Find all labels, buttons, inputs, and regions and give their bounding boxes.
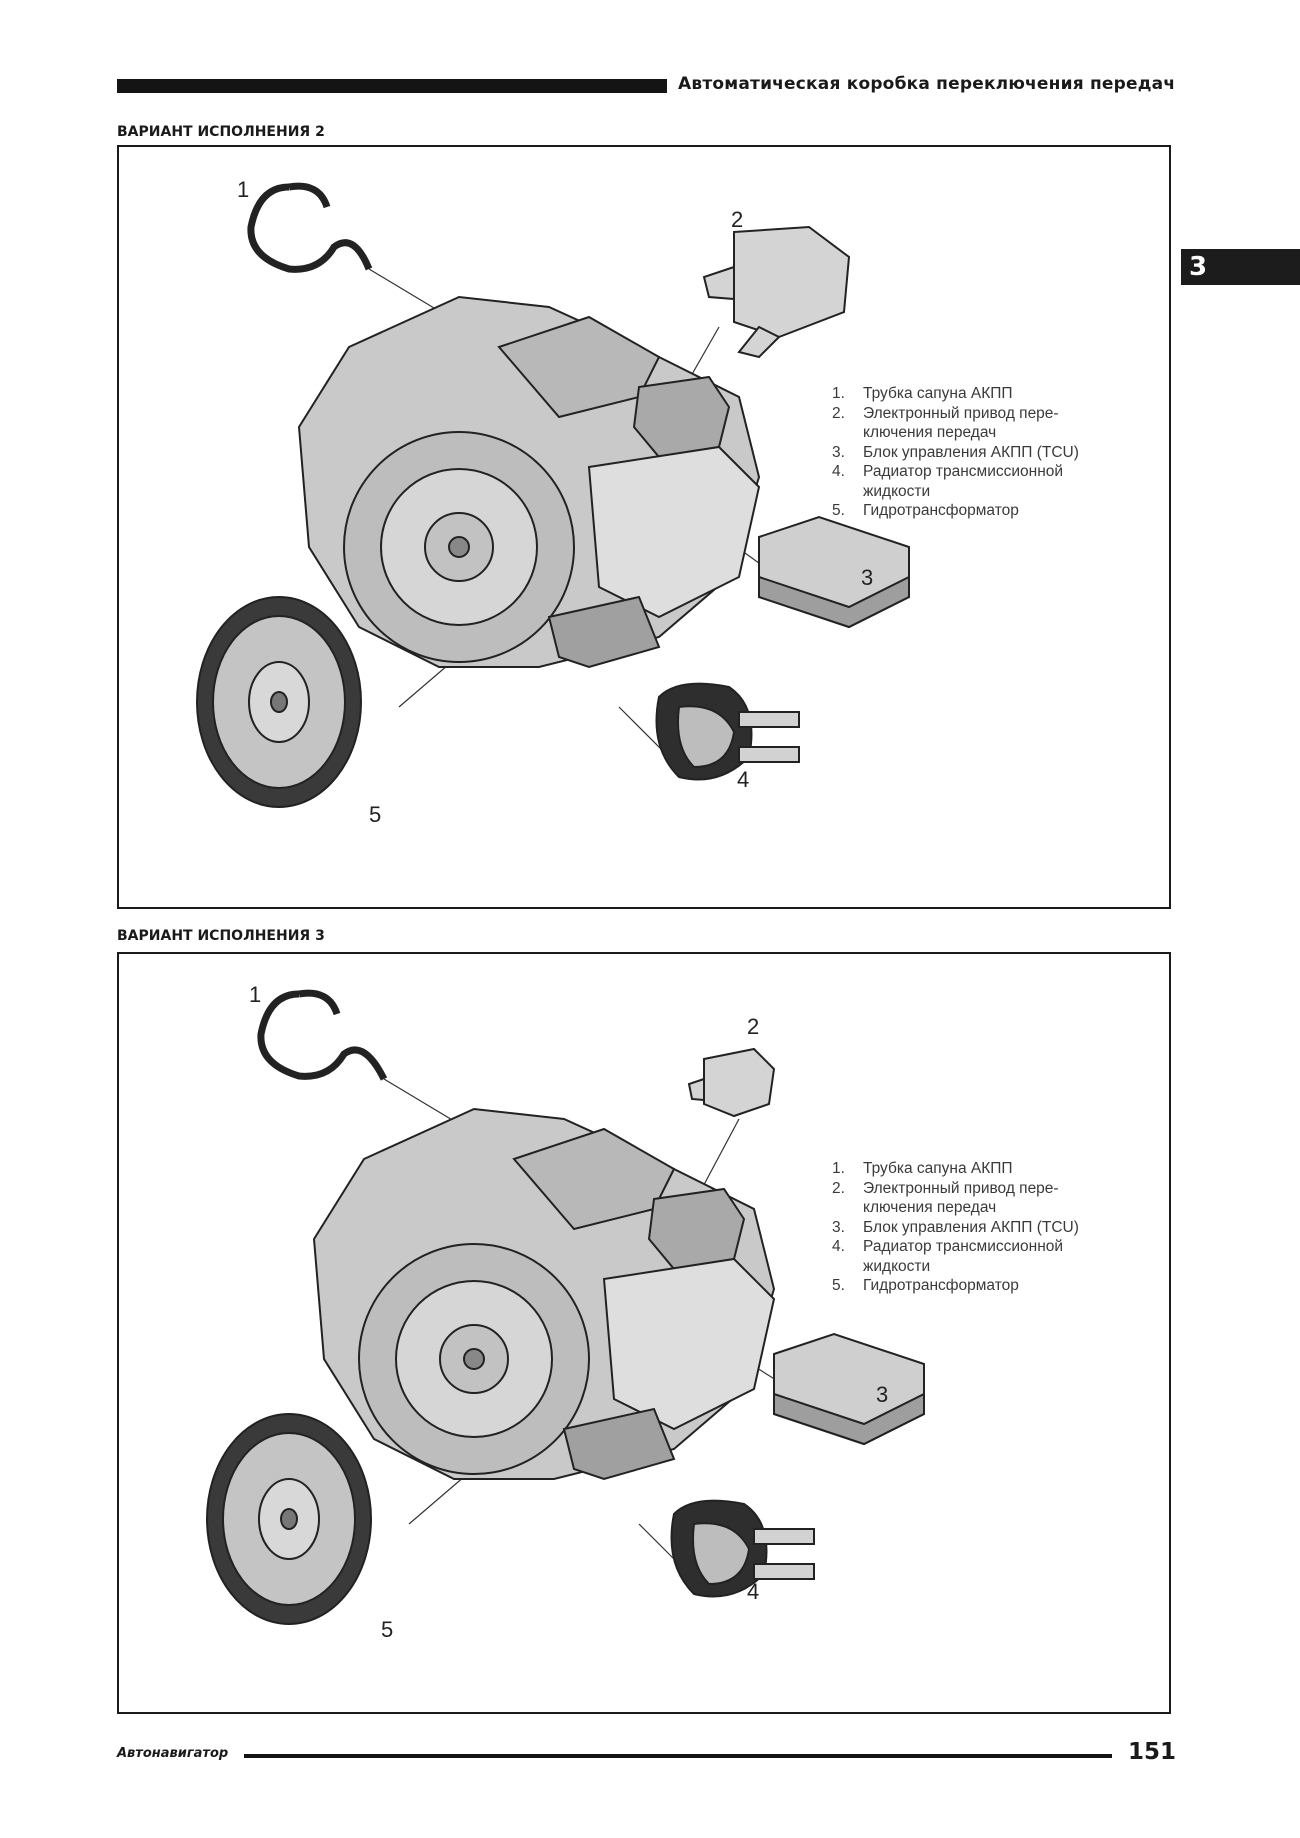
variant-3-title: ВАРИАНТ ИСПОЛНЕНИЯ 3 (117, 928, 325, 944)
variant-3-figure: 1 2 3 4 5 1.Трубка сапуна АКПП 2.Электро… (117, 952, 1171, 1714)
legend-item: 5.Гидротрансформатор (832, 502, 1019, 519)
callout-2: 2 (731, 207, 743, 232)
callout-5: 5 (369, 802, 381, 827)
callout-4: 4 (747, 1579, 759, 1604)
page-number: 151 (1128, 1739, 1177, 1765)
variant-2-figure: 1 2 3 4 5 1.Трубка сапуна АКПП 2.Электро… (117, 145, 1171, 909)
header-rule (117, 79, 667, 93)
callout-3: 3 (861, 565, 873, 590)
callout-5: 5 (381, 1617, 393, 1642)
legend-item: 2.Электронный привод пере- ключения пере… (832, 1179, 1059, 1217)
chapter-tab: 3 (1181, 249, 1300, 285)
footer-rule (244, 1754, 1112, 1758)
legend-item: 2.Электронный привод пере- ключения пере… (832, 404, 1059, 442)
illustration (206, 989, 925, 1625)
parts-legend: 1.Трубка сапуна АКПП 2.Электронный приво… (832, 384, 1132, 521)
transmission-exploded-illustration: 1 2 3 4 5 (196, 177, 910, 827)
legend-item: 5.Гидротрансформатор (832, 1277, 1019, 1294)
callout-4: 4 (737, 767, 749, 792)
legend-item: 1.Трубка сапуна АКПП (832, 1160, 1013, 1177)
transmission-exploded-illustration: 1 2 3 4 5 (206, 982, 925, 1642)
legend-item: 3.Блок управления АКПП (TCU) (832, 1218, 1079, 1236)
variant-2-title: ВАРИАНТ ИСПОЛНЕНИЯ 2 (117, 124, 325, 140)
legend-item: 4.Радиатор трансмиссионной жидкости (832, 463, 1064, 500)
illustration (196, 182, 910, 808)
parts-legend: 1.Трубка сапуна АКПП 2.Электронный приво… (832, 1159, 1132, 1296)
legend-item: 1.Трубка сапуна АКПП (832, 385, 1013, 402)
legend-item: 3.Блок управления АКПП (TCU) (832, 443, 1079, 461)
chapter-number: 3 (1189, 252, 1208, 282)
legend-item: 4.Радиатор трансмиссионной жидкости (832, 1238, 1064, 1275)
callout-2: 2 (747, 1014, 759, 1039)
section-title: Автоматическая коробка переключения пере… (678, 74, 1176, 94)
callout-1: 1 (249, 982, 261, 1007)
publisher-brand: Автонавигатор (117, 1746, 229, 1761)
callout-3: 3 (876, 1382, 888, 1407)
callout-1: 1 (237, 177, 249, 202)
